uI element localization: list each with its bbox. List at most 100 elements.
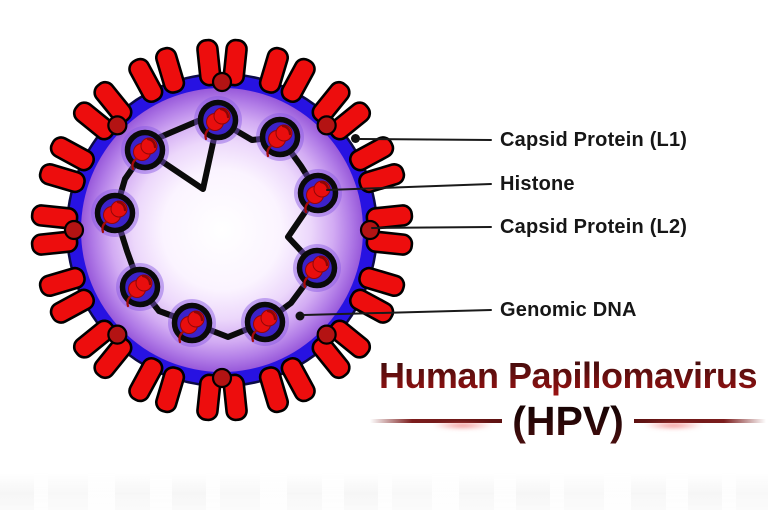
histone-tail: [131, 157, 138, 171]
histone-curl: [318, 255, 329, 267]
capsid-spike-pair: [72, 319, 133, 380]
nucleosome: [168, 299, 216, 347]
histone-tail: [101, 220, 108, 234]
capsid-spike: [154, 46, 186, 94]
capsid-spike: [128, 356, 164, 403]
histone-tail: [126, 294, 133, 308]
figure-title: Human Papillomavirus (HPV): [370, 356, 767, 444]
histone-tail: [304, 200, 311, 214]
capsid-spike-pair: [258, 46, 316, 104]
capsid-spike: [365, 204, 414, 230]
capsid-spike: [348, 136, 395, 172]
capsid-spike-pair: [196, 373, 248, 422]
l2-protein-dot: [359, 219, 381, 241]
pointer-dot-capsid-l1: [351, 134, 360, 143]
label-capsid-protein-l1: Capsid Protein (L1): [500, 129, 688, 151]
histone-tail: [204, 127, 211, 141]
capsid-spike-pair: [311, 80, 372, 141]
nucleosome: [294, 169, 342, 217]
nucleosome: [91, 189, 139, 237]
nucleosome: [241, 298, 289, 346]
l2-protein-dots-layer: [63, 71, 381, 389]
capsid-spike: [30, 204, 79, 230]
capsid-spike: [348, 288, 395, 324]
pointer-line-histone: [326, 183, 492, 191]
l2-protein-dot: [211, 71, 233, 93]
label-capsid-protein-l2: Capsid Protein (L2): [500, 216, 688, 238]
histone-tail: [178, 330, 185, 344]
l2-protein-dot-group: [63, 219, 85, 241]
l2-protein-dot-group: [107, 115, 128, 136]
capsid-spike: [93, 80, 133, 124]
pointer-line-capsid-l1: [358, 138, 492, 141]
capsid-spike: [328, 101, 372, 141]
capsid-spike-pair: [38, 136, 96, 194]
pointer-line-capsid-l2: [371, 226, 492, 229]
capsid-spike-pair: [72, 80, 133, 141]
histone-curl: [116, 200, 127, 212]
l2-protein-dot: [316, 115, 337, 136]
capsid-spike: [365, 230, 414, 256]
l2-protein-dot-group: [359, 219, 381, 241]
histone-curl: [146, 137, 157, 149]
capsid-spike-pair: [348, 136, 406, 194]
histone-curl: [219, 107, 230, 119]
dna-path: [112, 117, 321, 340]
capsid-spike: [72, 319, 116, 359]
capsid-spike: [49, 136, 96, 172]
l2-protein-dot: [107, 324, 128, 345]
nucleosomes-layer: [91, 96, 342, 347]
capsid-spike: [128, 57, 164, 104]
capsid-spike: [154, 366, 186, 414]
histone-curl: [193, 310, 204, 322]
title-text-hpv: (HPV): [502, 398, 634, 444]
label-pointer-lines: [295, 134, 492, 321]
l2-protein-dot-group: [107, 324, 128, 345]
nucleosome: [121, 126, 169, 174]
histone-tail: [303, 275, 310, 289]
l2-protein-dot-group: [316, 115, 337, 136]
histone-tail: [266, 144, 273, 158]
capsid-spike-pair: [128, 46, 186, 104]
capsid-spike-pair: [30, 204, 79, 256]
capsid-spike: [258, 46, 290, 94]
capsid-spike: [311, 80, 351, 124]
capsid-spike-pair: [258, 356, 316, 414]
capsid-spike: [358, 266, 406, 298]
capsid-spike: [280, 57, 316, 104]
capsid-spike: [38, 266, 86, 298]
pointer-line-genomic-dna: [303, 309, 492, 316]
capsid-spike-pair: [196, 38, 248, 87]
l2-protein-dot: [316, 324, 337, 345]
bottom-watermark-strip: [0, 472, 768, 510]
capsid-spike: [72, 101, 116, 141]
capsid-spike: [280, 356, 316, 403]
nucleosome: [293, 244, 341, 292]
histone-curl: [281, 124, 292, 136]
pointer-dot-genomic-dna: [295, 311, 305, 321]
capsid-spike-pair: [38, 266, 96, 324]
label-genomic-dna: Genomic DNA: [500, 299, 637, 321]
capsid-spike: [30, 230, 79, 256]
capsid-spike: [38, 162, 86, 194]
capsid-spike: [328, 319, 372, 359]
nucleosome: [116, 263, 164, 311]
capsid-spike: [258, 366, 290, 414]
capsid-spike: [196, 373, 222, 422]
decorative-line-left: [370, 419, 503, 423]
capsid-spike: [222, 38, 248, 87]
capsid-spike: [222, 373, 248, 422]
label-histone: Histone: [500, 173, 575, 195]
capsid-spike: [311, 336, 351, 380]
nucleosome: [194, 96, 242, 144]
capsid-spike: [49, 288, 96, 324]
nucleosome: [256, 113, 304, 161]
l2-protein-dot: [107, 115, 128, 136]
capsid-spikes-layer: [30, 38, 414, 422]
capsid-spike-pair: [311, 319, 372, 380]
histone-curl: [266, 309, 277, 321]
capsid-spike-pair: [348, 266, 406, 324]
title-row-hpv: (HPV): [370, 398, 767, 444]
